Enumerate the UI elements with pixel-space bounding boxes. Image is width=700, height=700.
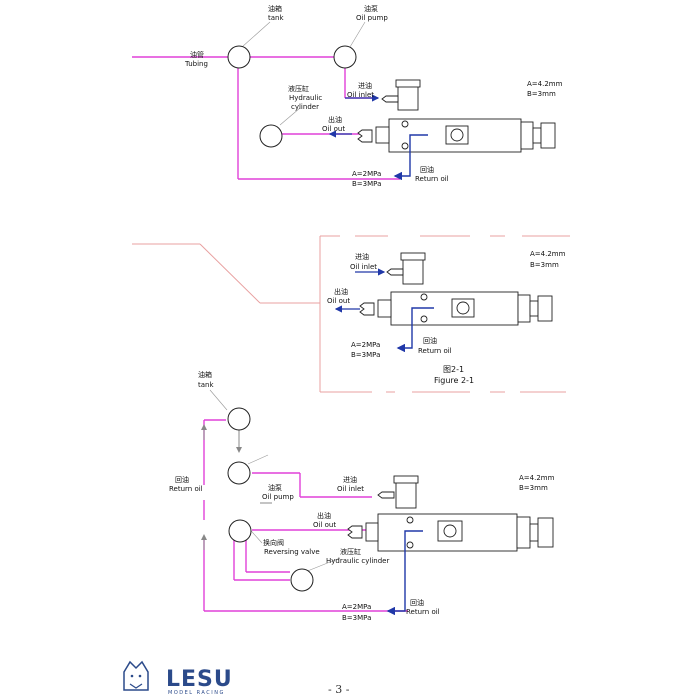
- inlet2-label-cn: 进油: [355, 252, 369, 261]
- brand-subtitle: MODEL RACING: [168, 690, 225, 696]
- diagram-3: 油箱 tank 回油 Return oil 油泵 Oil pump 进油 Oil…: [169, 370, 555, 622]
- cylinder3-label-en: Hydraulic cylinder: [326, 557, 389, 565]
- tubing-lines: [132, 56, 400, 180]
- pump3-label-en: Oil pump: [262, 493, 294, 501]
- cylinder3-label-cn: 液压缸: [340, 547, 361, 556]
- inlet3-label-en: Oil inlet: [337, 485, 364, 493]
- footer: LESU MODEL RACING - 3 -: [123, 660, 350, 696]
- valve-body-2: [359, 252, 553, 326]
- dim-a: A=4.2mm: [527, 80, 563, 88]
- pressure3-a: A=2MPa: [342, 603, 371, 611]
- out3-label-cn: 出油: [317, 511, 331, 520]
- out-label-cn: 出油: [328, 115, 342, 124]
- inlet3-label-cn: 进油: [343, 475, 357, 484]
- pump-label-cn: 油泵: [364, 4, 378, 13]
- lion-logo: [123, 660, 149, 691]
- valve3-label-cn: 换向阀: [263, 538, 284, 547]
- return-label-en: Return oil: [415, 175, 449, 183]
- valve3-label-en: Reversing valve: [264, 548, 320, 556]
- valve-body-3: [347, 475, 554, 552]
- return-side-en: Return oil: [169, 485, 203, 493]
- out2-label-cn: 出油: [334, 287, 348, 296]
- figure-label-cn: 图2-1: [443, 365, 464, 374]
- cylinder-circle-3: [290, 568, 314, 592]
- pump-circle: [333, 45, 357, 69]
- brand-logo-text: LESU: [166, 667, 233, 692]
- pump-circle-3: [227, 461, 251, 485]
- tank3-label-cn: 油箱: [198, 370, 212, 379]
- pressure-a: A=2MPa: [352, 170, 381, 178]
- tank-circle-3: [227, 407, 251, 431]
- pump-label-en: Oil pump: [356, 14, 388, 22]
- dim-b: B=3mm: [527, 90, 556, 98]
- tank-label-cn: 油箱: [268, 4, 282, 13]
- cylinder-label-cn: 液压缸: [288, 84, 309, 93]
- inlet-label-cn: 进油: [358, 81, 372, 90]
- dim2-a: A=4.2mm: [530, 250, 566, 258]
- dim3-b: B=3mm: [519, 484, 548, 492]
- figure-label-en: Figure 2-1: [434, 376, 474, 385]
- return2-label-en: Return oil: [418, 347, 452, 355]
- pressure-b: B=3MPa: [352, 180, 381, 188]
- out2-label-en: Oil out: [327, 297, 350, 305]
- valve-circle-3: [228, 519, 252, 543]
- pump3-label-cn: 油泵: [268, 483, 282, 492]
- cylinder-label-en1: Hydraulic: [289, 94, 322, 102]
- inlet-label-en: Oil inlet: [347, 91, 374, 99]
- inlet2-label-en: Oil inlet: [350, 263, 377, 271]
- zoom-frame: [132, 235, 570, 393]
- return2-label-cn: 回油: [423, 336, 437, 345]
- tank3-label-en: tank: [198, 381, 214, 389]
- page-number: - 3 -: [328, 683, 350, 696]
- return3-label-en: Return oil: [406, 608, 440, 616]
- dim2-b: B=3mm: [530, 261, 559, 269]
- tubing-label-cn: 油管: [190, 50, 204, 59]
- pressure3-b: B=3MPa: [342, 614, 371, 622]
- diagram-2: 进油 Oil inlet 出油 Oil out 回油 Return oil A=…: [132, 235, 570, 393]
- diagram-1: 油管 Tubing 油箱 tank 油泵 Oil pump 液压缸 Hydrau…: [132, 4, 563, 188]
- pressure2-a: A=2MPa: [351, 341, 380, 349]
- out-label-en: Oil out: [322, 125, 345, 133]
- return-label-cn: 回油: [420, 165, 434, 174]
- pressure2-b: B=3MPa: [351, 351, 380, 359]
- tank-circle: [227, 45, 251, 69]
- cylinder-circle: [259, 124, 283, 148]
- tubing-label-en: Tubing: [184, 60, 208, 68]
- return-side-cn: 回油: [175, 475, 189, 484]
- valve-body-1: [357, 79, 556, 153]
- dim3-a: A=4.2mm: [519, 474, 555, 482]
- cylinder-label-en2: cylinder: [291, 103, 319, 111]
- return3-label-cn: 回油: [410, 598, 424, 607]
- out3-label-en: Oil out: [313, 521, 336, 529]
- tank-label-en: tank: [268, 14, 284, 22]
